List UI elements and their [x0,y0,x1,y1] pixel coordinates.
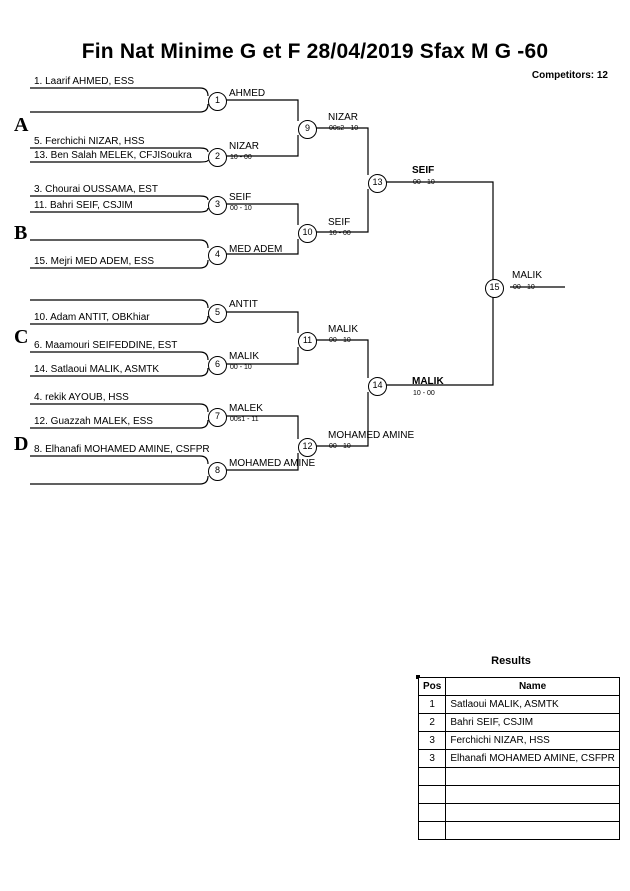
pool-label-a: A [14,114,29,136]
match-winner-5: ANTIT [229,299,258,310]
result-pos: 3 [417,731,447,750]
match-winner-13: SEIF [412,165,435,176]
match-winner-11: MALIK [328,324,359,335]
match-circle-6[interactable]: 6 [208,356,227,375]
match-winner-10: SEIF [328,217,351,228]
pool-label-c: C [14,326,29,348]
table-row[interactable] [417,803,620,822]
match-winner-14: MALIK [412,376,444,387]
result-name [445,785,620,804]
match-score-9: 00s2 - 10 [329,125,359,132]
match-winner-12: MOHAMED AMINE [328,430,415,441]
result-pos [417,803,447,822]
table-row[interactable] [417,767,620,786]
match-circle-15[interactable]: 15 [485,279,504,298]
result-pos [417,785,447,804]
entrant-name: 14. Satlaoui MALIK, ASMTK [34,364,160,375]
entrant-name: 13. Ben Salah MELEK, CFJISoukra [34,150,192,161]
match-circle-9[interactable]: 9 [298,120,317,139]
match-circle-12[interactable]: 12 [298,438,317,457]
match-winner-8: MOHAMED AMINE [229,458,316,469]
result-name: Ferchichi NIZAR, HSS [445,731,620,750]
match-circle-5[interactable]: 5 [208,304,227,323]
result-pos: 3 [417,749,447,768]
match-winner-3: SEIF [229,192,252,203]
match-score-12: 00 - 10 [329,443,351,450]
match-score-7: 00s1 - 11 [230,416,259,423]
match-circle-8[interactable]: 8 [208,462,227,481]
match-circle-3[interactable]: 3 [208,196,227,215]
result-name [445,767,620,786]
result-name: Satlaoui MALIK, ASMTK [445,695,620,714]
pool-label-d: D [14,433,29,455]
pool-label-b: B [14,222,28,244]
table-row[interactable] [417,785,620,804]
table-row[interactable]: 2 Bahri SEIF, CSJIM [417,713,620,732]
results-col-name: Name [445,677,620,696]
results-header-row: Pos Name [417,677,620,696]
entrant-name: 10. Adam ANTIT, OBKhiar [34,312,150,323]
table-row[interactable]: 3 Ferchichi NIZAR, HSS [417,731,620,750]
results-col-pos: Pos [417,677,447,696]
match-circle-14[interactable]: 14 [368,377,387,396]
entrant-name: 11. Bahri SEIF, CSJIM [34,200,133,211]
results-table: Pos Name 1 Satlaoui MALIK, ASMTK 2 Bahri… [417,677,620,840]
entrant-name: 8. Elhanafi MOHAMED AMINE, CSFPR [34,444,210,455]
match-winner-15: MALIK [512,270,543,281]
match-score-3: 00 - 10 [230,205,252,212]
match-circle-11[interactable]: 11 [298,332,317,351]
result-pos: 2 [417,713,447,732]
results-table-frame: Pos Name 1 Satlaoui MALIK, ASMTK 2 Bahri… [416,675,620,840]
match-winner-4: MED ADEM [229,244,283,255]
result-pos [417,767,447,786]
match-score-13: 00 - 10 [413,179,435,186]
result-pos: 1 [417,695,447,714]
match-circle-2[interactable]: 2 [208,148,227,167]
entrant-name: 3. Chourai OUSSAMA, EST [34,184,158,195]
entrant-name: 4. rekik AYOUB, HSS [34,392,129,403]
match-score-11: 00 - 10 [329,337,351,344]
page-title: Fin Nat Minime G et F 28/04/2019 Sfax M … [81,40,549,63]
match-score-6: 00 - 10 [230,364,252,371]
competitors-count: Competitors: 12 [531,70,608,81]
match-winner-2: NIZAR [229,141,259,152]
match-winner-1: AHMED [229,88,266,99]
entrant-name: 1. Laarif AHMED, ESS [34,76,135,87]
match-winner-6: MALIK [229,351,260,362]
entrant-name: 12. Guazzah MALEK, ESS [34,416,153,427]
match-score-14: 10 - 00 [413,390,435,397]
table-row[interactable]: 3 Elhanafi MOHAMED AMINE, CSFPR [417,749,620,768]
match-circle-13[interactable]: 13 [368,174,387,193]
results-title: Results [491,655,531,667]
match-score-2: 10 - 00 [230,154,252,161]
result-name [445,803,620,822]
result-name: Elhanafi MOHAMED AMINE, CSFPR [445,749,620,768]
match-circle-7[interactable]: 7 [208,408,227,427]
result-name: Bahri SEIF, CSJIM [445,713,620,732]
entrant-name: 15. Mejri MED ADEM, ESS [34,256,155,267]
match-score-10: 10 - 00 [329,230,351,237]
result-name [445,821,620,840]
match-winner-7: MALEK [229,403,263,414]
match-circle-1[interactable]: 1 [208,92,227,111]
match-circle-10[interactable]: 10 [298,224,317,243]
entrant-name: 6. Maamouri SEIFEDDINE, EST [34,340,178,351]
table-row[interactable]: 1 Satlaoui MALIK, ASMTK [417,695,620,714]
entrant-name: 5. Ferchichi NIZAR, HSS [34,136,145,147]
match-circle-4[interactable]: 4 [208,246,227,265]
match-winner-9: NIZAR [328,112,358,123]
result-pos [417,821,447,840]
table-row[interactable] [417,821,620,840]
match-score-15: 00 - 10 [513,284,535,291]
